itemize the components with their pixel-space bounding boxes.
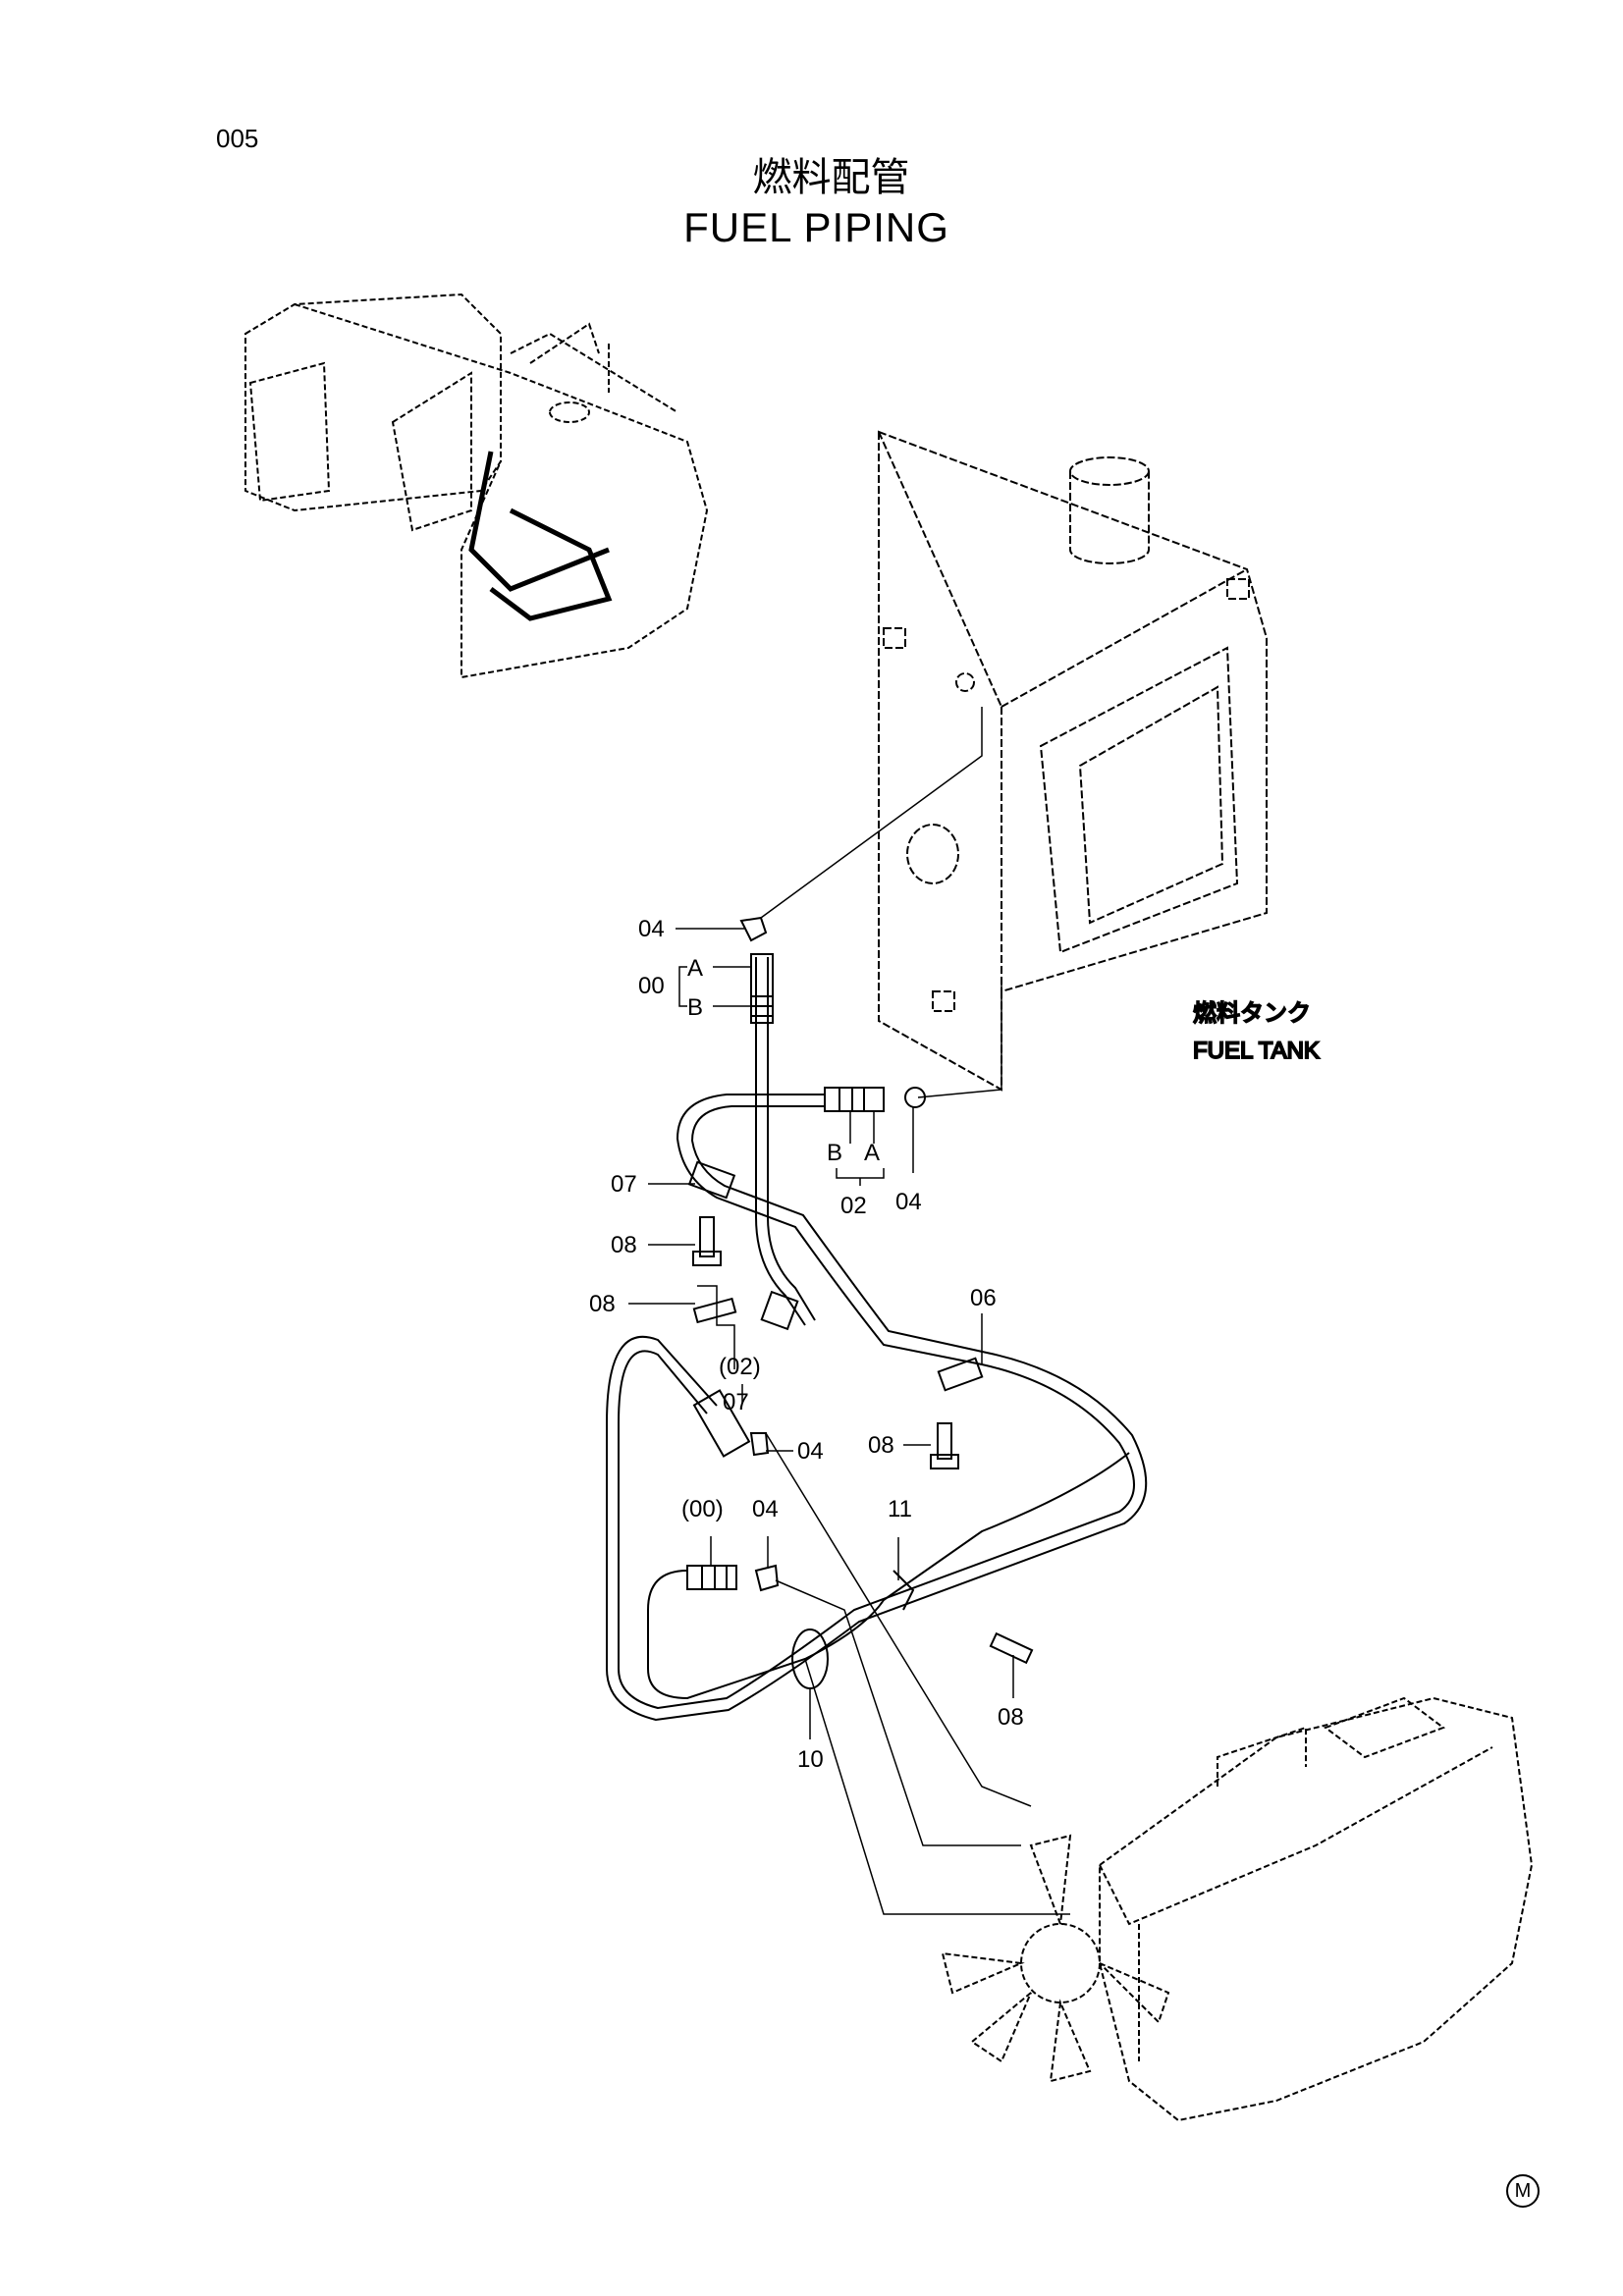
callout-10: 10: [797, 1746, 824, 1773]
callout-A2: A: [864, 1140, 880, 1166]
callout-08c: 08: [868, 1432, 894, 1459]
callout-00: 00: [638, 973, 665, 999]
tank-connection-lines: [760, 707, 1002, 1098]
callout-labels: 04 00 A B B A 02 04 07 08 08 06 (02) 07 …: [589, 916, 1024, 1773]
callout-02p: (02): [719, 1354, 761, 1380]
fuel-tank-label-en: FUEL TANK: [1193, 1038, 1320, 1064]
excavator-illustration: [244, 293, 709, 679]
callout-B2: B: [827, 1140, 842, 1166]
fuel-tank: [878, 430, 1268, 1092]
fuel-hose-02: [606, 1087, 1148, 1722]
page-number: 005: [216, 124, 259, 153]
callout-07b: 07: [723, 1389, 749, 1415]
clamps: [687, 1160, 984, 1689]
callout-08b: 08: [589, 1291, 616, 1317]
title-japanese: 燃料配管: [752, 155, 910, 200]
callout-02: 02: [840, 1193, 867, 1219]
callout-leaders: [628, 928, 1014, 1739]
callout-08d: 08: [998, 1704, 1024, 1731]
callout-04a: 04: [638, 916, 665, 942]
fuel-hose-00-lower: [647, 1452, 1130, 1700]
callout-04d: 04: [752, 1496, 779, 1522]
fuel-tank-label-jp: 燃料タンク: [1193, 999, 1311, 1027]
callout-A1: A: [687, 955, 703, 982]
callout-11: 11: [888, 1496, 912, 1522]
engine-illustration: [1099, 1696, 1534, 2122]
callout-B1: B: [687, 994, 703, 1021]
callout-04b: 04: [895, 1189, 922, 1215]
fuel-hose-00: [750, 953, 816, 1326]
excavator-fuel-line-highlight: [468, 451, 613, 621]
engine-lead-lines: [765, 1432, 1070, 1915]
engine-fan: [941, 1834, 1170, 2083]
corner-mark: M: [1506, 2174, 1540, 2208]
callout-07a: 07: [611, 1171, 637, 1198]
callout-04c: 04: [797, 1438, 824, 1465]
title-english: FUEL PIPING: [683, 204, 949, 250]
callout-06: 06: [970, 1285, 997, 1311]
banjo-fittings: [739, 916, 926, 1592]
callout-08a: 08: [611, 1232, 637, 1258]
callout-00p: (00): [681, 1496, 724, 1522]
